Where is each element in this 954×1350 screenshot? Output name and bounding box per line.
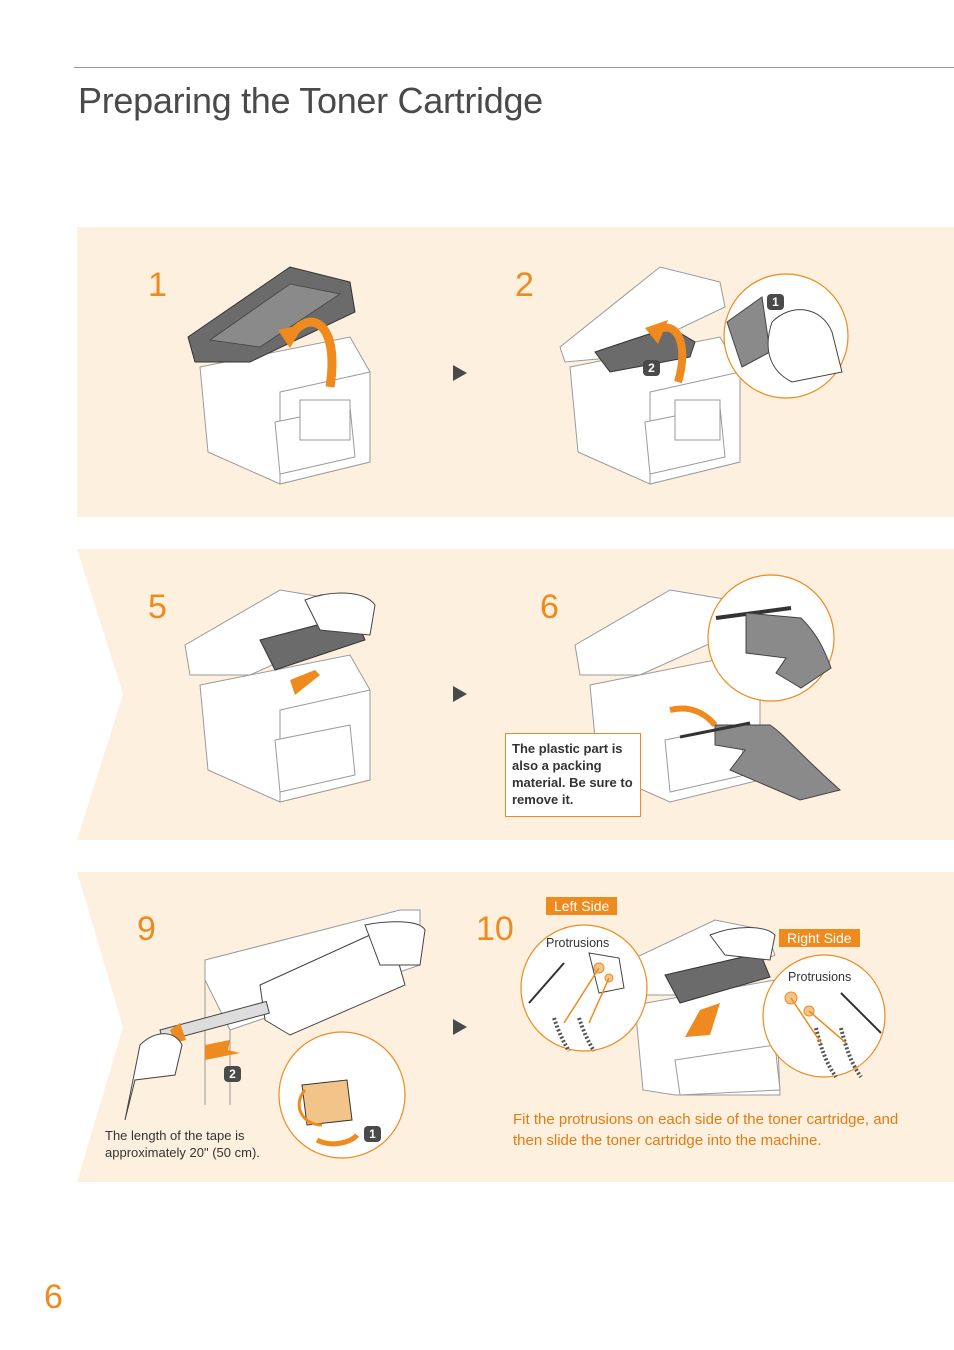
page-number: 6 xyxy=(44,1278,63,1316)
right-side-label: Right Side xyxy=(779,929,860,947)
right-protrusions-label: Protrusions xyxy=(788,970,852,984)
panel-3-notch xyxy=(77,872,123,1182)
plastic-part-note: The plastic part is also a packing mater… xyxy=(505,733,641,817)
step-2-badge-1: 1 xyxy=(767,294,784,310)
left-side-label: Left Side xyxy=(546,897,618,915)
step-2-zoom-detail xyxy=(723,273,849,399)
step-10-left-zoom xyxy=(520,924,648,1053)
step-number-6: 6 xyxy=(540,588,559,626)
step-5-printer-illustration xyxy=(184,589,376,803)
step-number-10: 10 xyxy=(476,910,514,948)
step-9-zoom-detail xyxy=(278,1031,406,1159)
step-6-zoom-detail xyxy=(707,574,835,702)
step-number-5: 5 xyxy=(148,588,167,626)
step-number-1: 1 xyxy=(148,266,167,304)
next-arrow-icon xyxy=(453,365,467,381)
step-number-9: 9 xyxy=(137,910,156,948)
fit-protrusions-note: Fit the protrusions on each side of the … xyxy=(513,1111,899,1149)
next-arrow-icon xyxy=(453,1019,467,1035)
step-10-right-zoom xyxy=(762,954,886,1079)
step-9-cartridge-illustration xyxy=(124,909,426,1121)
step-2-badge-2: 2 xyxy=(643,360,660,376)
step-9-badge-1: 1 xyxy=(364,1126,381,1142)
left-protrusions-label: Protrusions xyxy=(546,936,610,950)
step-2-printer-illustration xyxy=(559,266,741,485)
step-1-printer-illustration xyxy=(187,266,371,485)
page-title: Preparing the Toner Cartridge xyxy=(78,80,543,121)
step-10-printer-illustration xyxy=(619,919,781,1096)
tape-length-note: The length of the tape is approximately … xyxy=(105,1128,260,1160)
panel-2-notch xyxy=(77,549,123,840)
step-number-2: 2 xyxy=(515,266,534,304)
next-arrow-icon xyxy=(453,686,467,702)
header-rule xyxy=(74,67,954,68)
step-9-badge-2: 2 xyxy=(224,1066,241,1082)
